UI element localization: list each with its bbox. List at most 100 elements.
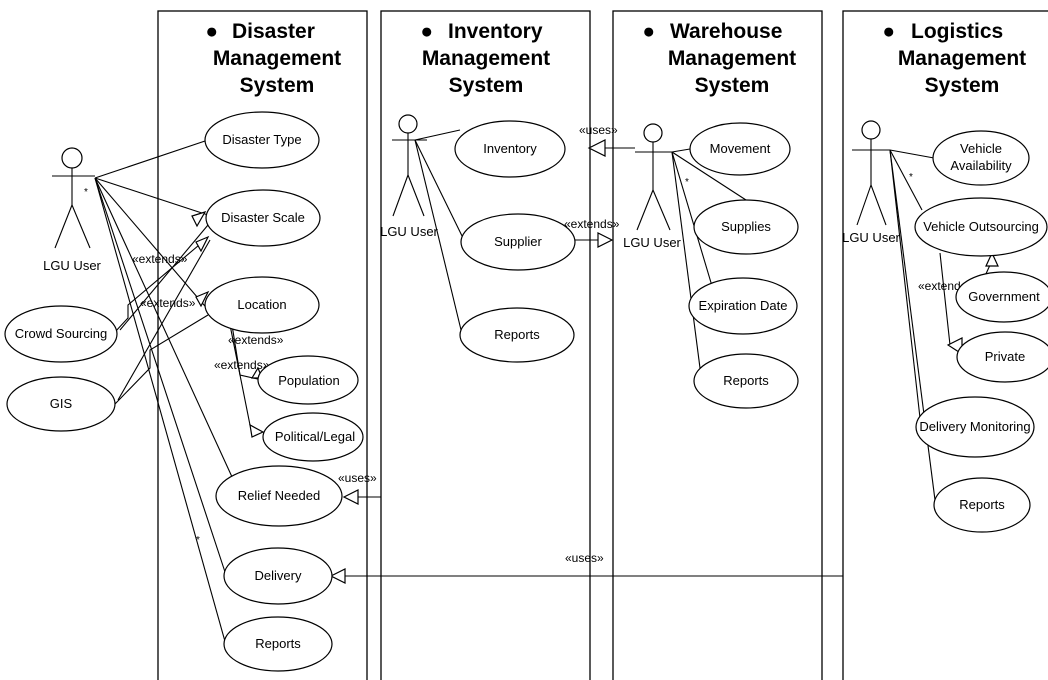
svg-text:Management: Management bbox=[422, 47, 550, 70]
extends-label: «extends» bbox=[214, 358, 270, 372]
actor-label: LGU User bbox=[43, 258, 101, 273]
multiplicity-label: * bbox=[685, 177, 689, 188]
usecase-political-legal[interactable]: Political/Legal bbox=[262, 412, 364, 462]
svg-text:GIS: GIS bbox=[50, 396, 73, 411]
svg-text:System: System bbox=[449, 74, 524, 97]
arrowhead bbox=[985, 251, 999, 267]
svg-text:Population: Population bbox=[278, 373, 339, 388]
usecase-private[interactable]: Private bbox=[956, 331, 1048, 383]
svg-text:Management: Management bbox=[898, 47, 1026, 70]
usecase-vehicle-outsourcing[interactable]: Vehicle Outsourcing bbox=[914, 197, 1048, 257]
svg-text:Logistics: Logistics bbox=[911, 20, 1003, 43]
uses-label: «uses» bbox=[579, 123, 618, 137]
multiplicity-label: * bbox=[84, 187, 88, 198]
system-boundary-logistics bbox=[842, 10, 1048, 680]
svg-text:System: System bbox=[925, 74, 1000, 97]
arrowhead bbox=[329, 568, 346, 584]
arrowhead bbox=[191, 210, 207, 228]
svg-text:System: System bbox=[240, 74, 315, 97]
svg-text:Reports: Reports bbox=[959, 497, 1005, 512]
actor-lgu-user-logistics[interactable]: LGU User bbox=[842, 120, 901, 245]
usecase-relief-needed[interactable]: Relief Needed bbox=[215, 465, 343, 527]
arrowhead bbox=[195, 235, 210, 253]
usecase-gis[interactable]: GIS bbox=[6, 376, 116, 432]
system-title-inventory: ● Inventory Management System bbox=[420, 20, 550, 97]
actor-label: LGU User bbox=[380, 224, 438, 239]
svg-text:Reports: Reports bbox=[723, 373, 769, 388]
svg-text:Supplies: Supplies bbox=[721, 219, 771, 234]
usecase-disaster-type[interactable]: Disaster Type bbox=[204, 111, 320, 169]
svg-text:Delivery: Delivery bbox=[255, 568, 302, 583]
svg-text:Private: Private bbox=[985, 349, 1025, 364]
arrowhead bbox=[195, 290, 210, 308]
multiplicity-label: * bbox=[909, 172, 913, 183]
svg-text:Crowd Sourcing: Crowd Sourcing bbox=[15, 326, 108, 341]
usecase-crowd-sourcing[interactable]: Crowd Sourcing bbox=[4, 305, 118, 363]
svg-text:Disaster Type: Disaster Type bbox=[222, 132, 301, 147]
svg-text:Availability: Availability bbox=[950, 158, 1012, 173]
svg-text:Management: Management bbox=[213, 47, 341, 70]
svg-text:System: System bbox=[695, 74, 770, 97]
usecase-supplier[interactable]: Supplier bbox=[460, 213, 576, 271]
bullet-icon: ● bbox=[642, 20, 655, 43]
svg-text:Reports: Reports bbox=[494, 327, 540, 342]
svg-text:Disaster: Disaster bbox=[232, 20, 315, 43]
system-title-warehouse: ● Warehouse Management System bbox=[642, 20, 796, 97]
uses-label: «uses» bbox=[565, 551, 604, 565]
usecase-lms-reports[interactable]: Reports bbox=[933, 477, 1031, 533]
svg-text:Vehicle Outsourcing: Vehicle Outsourcing bbox=[923, 219, 1039, 234]
usecase-movement[interactable]: Movement bbox=[689, 122, 791, 176]
extends-label: «extends» bbox=[228, 333, 284, 347]
system-title-disaster: ● Disaster Management System bbox=[205, 20, 341, 97]
bullet-icon: ● bbox=[205, 20, 218, 43]
usecase-disaster-scale[interactable]: Disaster Scale bbox=[205, 189, 321, 247]
actor-lgu-user-warehouse[interactable]: LGU User bbox=[623, 123, 682, 250]
system-title-logistics: ● Logistics Management System bbox=[882, 20, 1026, 97]
svg-text:Vehicle: Vehicle bbox=[960, 141, 1002, 156]
arrowhead bbox=[249, 423, 265, 438]
svg-text:Warehouse: Warehouse bbox=[670, 20, 782, 43]
usecase-ims-reports[interactable]: Reports bbox=[459, 307, 575, 363]
svg-text:Disaster Scale: Disaster Scale bbox=[221, 210, 305, 225]
extends-label: «extends» bbox=[564, 217, 620, 231]
usecase-inventory[interactable]: Inventory bbox=[454, 120, 566, 178]
svg-text:Relief Needed: Relief Needed bbox=[238, 488, 320, 503]
usecase-dms-reports[interactable]: Reports bbox=[223, 616, 333, 672]
usecase-delivery-monitoring[interactable]: Delivery Monitoring bbox=[915, 396, 1035, 458]
svg-text:Management: Management bbox=[668, 47, 796, 70]
system-boundary-inventory bbox=[380, 10, 591, 680]
usecase-vehicle-availability[interactable]: Vehicle Availability bbox=[932, 130, 1030, 186]
svg-text:Delivery Monitoring: Delivery Monitoring bbox=[919, 419, 1030, 434]
svg-text:Inventory: Inventory bbox=[483, 141, 537, 156]
svg-text:Location: Location bbox=[237, 297, 286, 312]
usecase-delivery[interactable]: Delivery bbox=[223, 547, 333, 605]
usecase-location[interactable]: Location bbox=[204, 276, 320, 334]
svg-text:Reports: Reports bbox=[255, 636, 301, 651]
extends-label: «extends» bbox=[132, 252, 188, 266]
usecase-government[interactable]: Government bbox=[955, 271, 1048, 323]
uses-label: «uses» bbox=[338, 471, 377, 485]
system-boundary-disaster bbox=[157, 10, 368, 680]
svg-text:Supplier: Supplier bbox=[494, 234, 542, 249]
svg-text:Political/Legal: Political/Legal bbox=[275, 429, 355, 444]
actor-lgu-user-disaster[interactable]: LGU User bbox=[43, 147, 102, 273]
svg-text:Movement: Movement bbox=[710, 141, 771, 156]
usecase-population[interactable]: Population bbox=[257, 355, 359, 405]
multiplicity-label: * bbox=[196, 535, 200, 546]
arrowhead bbox=[342, 489, 359, 505]
extends-label: «extends» bbox=[140, 296, 196, 310]
svg-text:Expiration Date: Expiration Date bbox=[699, 298, 788, 313]
bullet-icon: ● bbox=[882, 20, 895, 43]
actor-label: LGU User bbox=[842, 230, 900, 245]
usecase-expiration-date[interactable]: Expiration Date bbox=[688, 277, 798, 335]
arrowhead bbox=[597, 232, 614, 248]
arrowhead bbox=[587, 139, 606, 157]
svg-text:Government: Government bbox=[968, 289, 1040, 304]
arrowheads bbox=[191, 139, 999, 584]
usecase-wms-reports[interactable]: Reports bbox=[693, 353, 799, 409]
usecase-supplies[interactable]: Supplies bbox=[693, 199, 799, 255]
associations bbox=[94, 129, 991, 646]
actor-lgu-user-inventory[interactable]: LGU User bbox=[380, 114, 439, 239]
system-boundary-warehouse bbox=[612, 10, 823, 680]
